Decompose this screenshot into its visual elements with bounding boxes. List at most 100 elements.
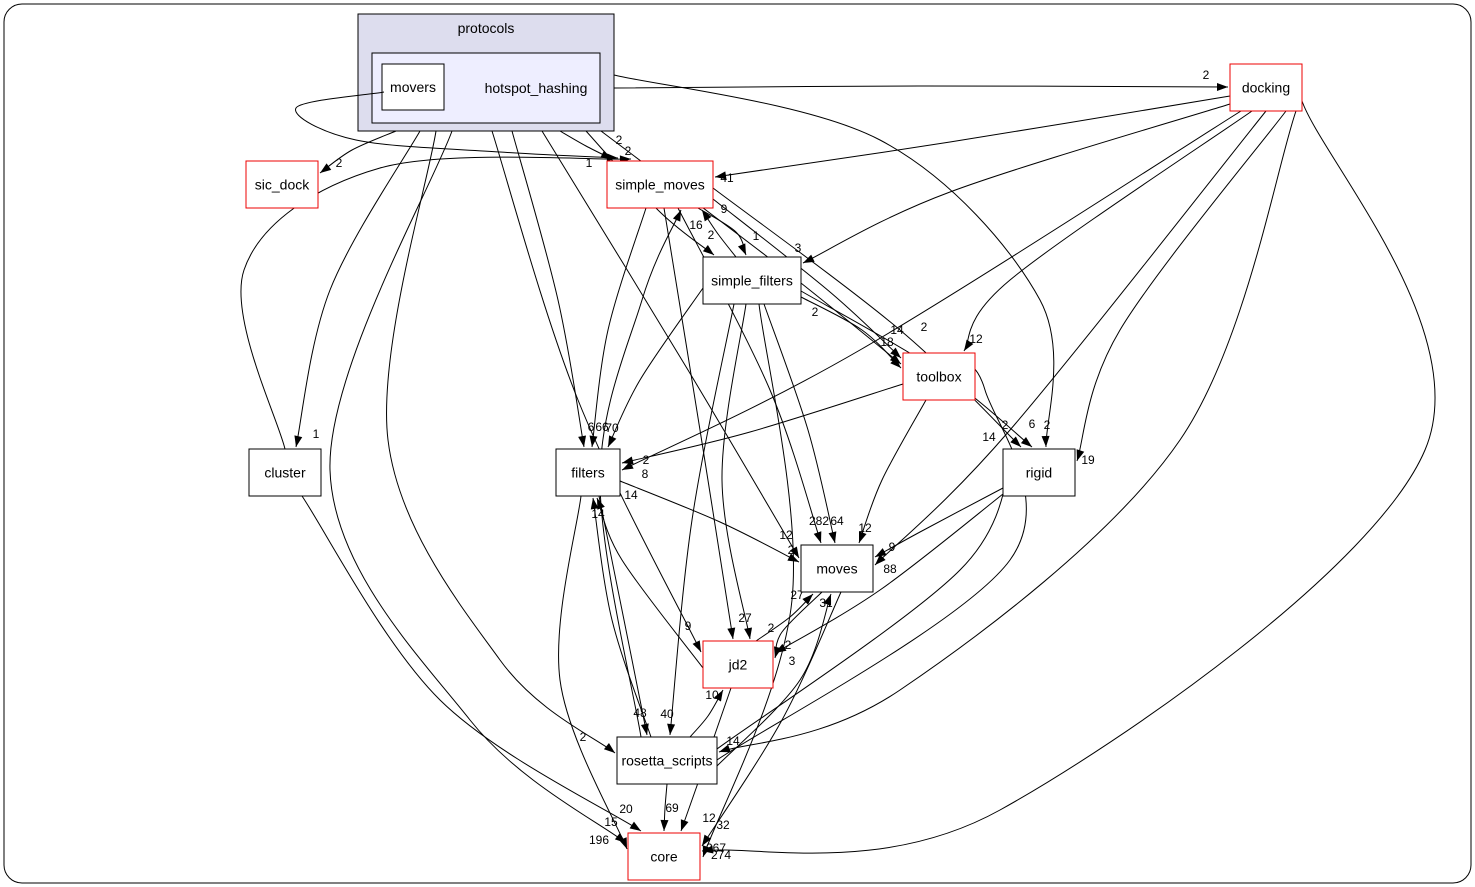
arrowhead-icon [608,435,617,447]
edge-count-label[interactable]: 282 [809,514,829,528]
edge-line [329,130,627,844]
edge-count-label[interactable]: 1 [753,229,760,243]
arrowhead-icon [1216,82,1228,91]
node-rigid[interactable]: rigid [1002,448,1076,497]
arrowhead-icon [702,834,712,846]
arrowhead-icon [802,594,813,605]
edge-count-label[interactable]: 2 [921,320,928,334]
node-rosetta_scripts[interactable]: rosetta_scripts [616,736,718,785]
edge-count-label[interactable]: 2 [625,144,632,158]
edge-count-label[interactable]: 31 [819,596,833,610]
edge-line [701,591,842,847]
edge-count-label[interactable]: 20 [619,802,633,816]
edge-rosetta_scripts-to-filters: 14 [590,488,652,738]
edge-count-label[interactable]: 12 [702,811,716,825]
node-docking-box[interactable] [1229,63,1303,112]
edge-moves-to-jd2: 3 [773,591,823,668]
edge-count-label[interactable]: 9 [685,619,692,633]
edge-count-label[interactable]: 16 [689,218,703,232]
arrowhead-icon [787,553,799,562]
edge-count-label[interactable]: 14 [982,430,996,444]
edge-count-label[interactable]: 12 [779,528,793,542]
node-toolbox-box[interactable] [902,352,976,401]
edge-docking-to-rosetta_scripts: 14 [718,110,1297,753]
edge-count-label[interactable]: 2 [336,156,343,170]
edge-count-label[interactable]: 10 [705,688,719,702]
edge-count-label[interactable]: 196 [589,833,609,847]
edge-count-label[interactable]: 3 [795,241,802,255]
edge-line [874,110,1267,566]
edge-count-label[interactable]: 12 [969,332,983,346]
edge-line [714,95,1231,178]
arrowhead-icon [578,435,587,447]
edge-count-label[interactable]: 9 [889,540,896,554]
node-core-box[interactable] [627,832,701,881]
node-cluster-box[interactable] [248,448,322,497]
edge-count-label[interactable]: 14 [890,323,904,337]
edge-count-label[interactable]: 9 [721,202,728,216]
edge-count-label[interactable]: 40 [660,707,674,721]
edge-count-label[interactable]: 19 [1081,453,1095,467]
edge-count-label[interactable]: 64 [830,514,844,528]
edge-simple_moves-to-moves: 282 [677,207,829,544]
edge-count-label[interactable]: 6 [588,420,595,434]
edge-count-label[interactable]: 1 [313,427,320,441]
edge-line [716,354,1027,761]
edge-count-label[interactable]: 8 [642,467,649,481]
edge-count-label[interactable]: 2 [643,453,650,467]
edge-rigid-to-moves: 9 [874,487,1004,558]
edge-count-label[interactable]: 2 [768,621,775,635]
edge-count-label[interactable]: 267 [706,841,726,855]
node-sic_dock[interactable]: sic_dock [245,160,319,209]
edge-count-label[interactable]: 48 [633,706,647,720]
node-moves[interactable]: moves [800,544,874,593]
edge-count-label[interactable]: 70 [605,421,619,435]
edge-count-label[interactable]: 15 [604,815,618,829]
edge-line [763,303,836,544]
edge-count-label[interactable]: 14 [726,734,740,748]
edge-count-label[interactable]: 32 [716,818,730,832]
node-simple_filters[interactable]: simple_filters [702,256,802,305]
edge-count-label[interactable]: 2 [1002,418,1009,432]
edge-count-label[interactable]: 6 [1029,417,1036,431]
edge-simple_moves-to-simple_filters: 1 [697,207,760,256]
node-jd2[interactable]: jd2 [702,640,774,689]
node-docking[interactable]: docking [1229,63,1303,112]
edge-count-label[interactable]: 2 [616,133,623,147]
node-simple_moves[interactable]: simple_moves [606,160,714,209]
node-rigid-box[interactable] [1002,448,1076,497]
edge-count-label[interactable]: 2 [788,543,795,557]
node-moves-box[interactable] [800,544,874,593]
edge-count-label[interactable]: 2 [1044,418,1051,432]
edge-count-label[interactable]: 88 [883,562,897,576]
node-sic_dock-box[interactable] [245,160,319,209]
edge-count-label[interactable]: 2 [580,730,587,744]
edge-count-label[interactable]: 2 [785,638,792,652]
edge-count-label[interactable]: 41 [720,171,734,185]
edge-count-label[interactable]: 3 [789,654,796,668]
edge-count-label[interactable]: 2 [1203,68,1210,82]
arrowhead-icon [1076,449,1085,461]
edge-count-label[interactable]: 2 [812,305,819,319]
edge-simple_filters-to-core: 274 [702,303,794,862]
node-cluster[interactable]: cluster [248,448,322,497]
node-toolbox[interactable]: toolbox [902,352,976,401]
node-movers[interactable]: movers [381,63,445,111]
node-core[interactable]: core [627,832,701,881]
node-simple_filters-box[interactable] [702,256,802,305]
edge-count-label[interactable]: 2 [708,228,715,242]
edge-count-label[interactable]: 12 [858,521,872,535]
edge-count-label[interactable]: 14 [624,488,638,502]
node-movers-box[interactable] [381,63,445,111]
node-jd2-box[interactable] [702,640,774,689]
node-filters[interactable]: filters [555,448,621,497]
edge-count-label[interactable]: 69 [665,801,679,815]
node-filters-box[interactable] [555,448,621,497]
node-rosetta_scripts-box[interactable] [616,736,718,785]
edge-count-label[interactable]: 274 [711,848,731,862]
edge-count-label[interactable]: 18 [880,335,894,349]
node-simple_moves-box[interactable] [606,160,714,209]
edge-count-label[interactable]: 1 [586,156,593,170]
